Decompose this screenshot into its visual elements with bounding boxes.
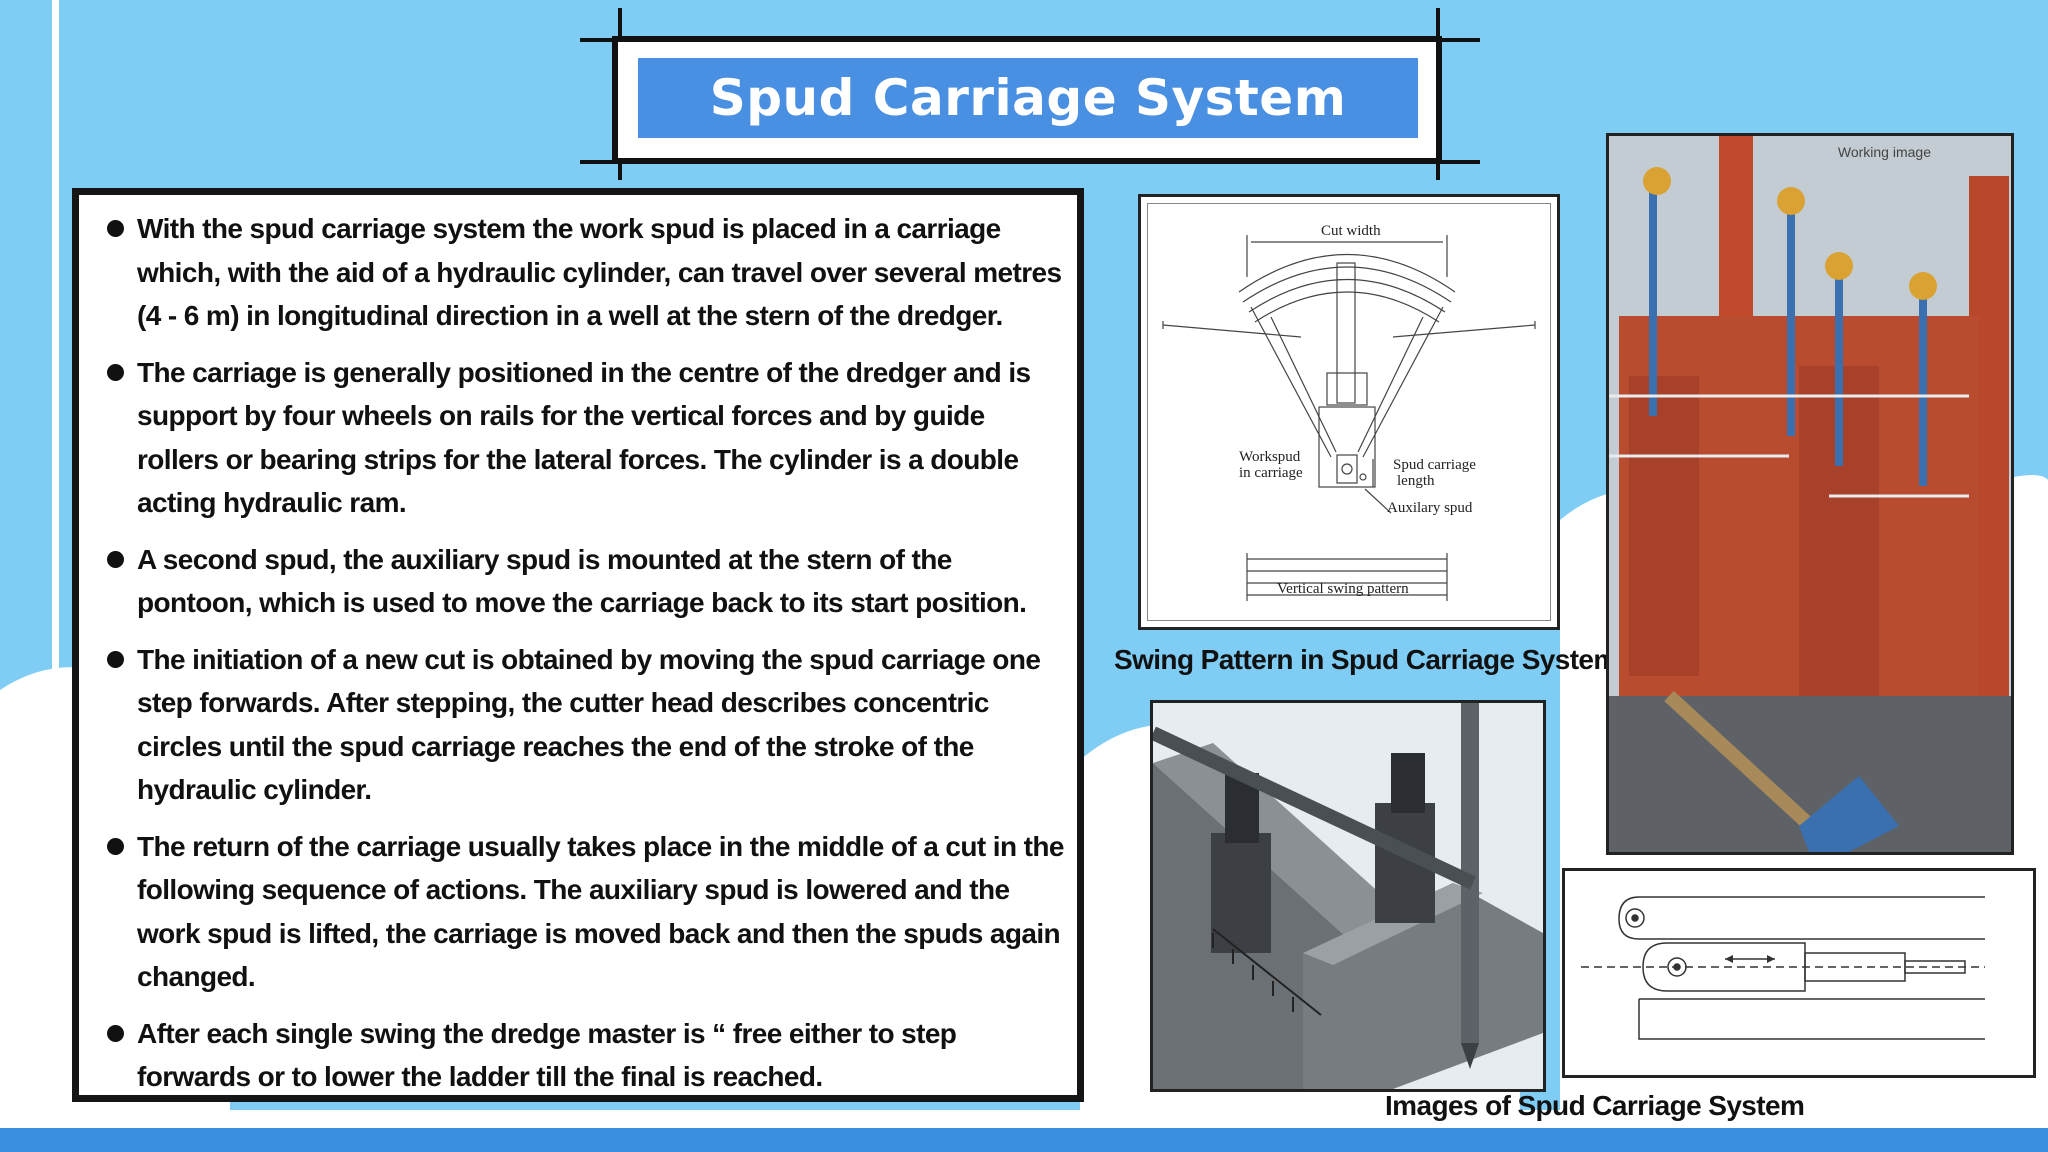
- bullet-text: The initiation of a new cut is obtained …: [137, 643, 1041, 806]
- spud-carriage-3d-image: [1150, 700, 1546, 1092]
- label-vertical-swing: Vertical swing pattern: [1277, 581, 1409, 597]
- bullet-icon: [107, 650, 124, 668]
- bullet-item: The carriage is generally positioned in …: [107, 351, 1071, 525]
- spud-carriage-plan-sketch: [1562, 868, 2036, 1078]
- working-photo-drawing: [1609, 136, 2011, 852]
- label-workspud: Workspud: [1239, 449, 1301, 465]
- swing-pattern-figure: Cut width Workspud in carriage Spud carr…: [1138, 194, 1560, 630]
- bottom-white-band: [0, 1110, 2048, 1128]
- bullet-list: With the spud carriage system the work s…: [107, 207, 1071, 1099]
- swing-pattern-diagram: Cut width Workspud in carriage Spud carr…: [1162, 223, 1536, 601]
- swing-figure-frame: [1147, 203, 1551, 621]
- bullet-icon: [107, 837, 124, 855]
- title-banner: Spud Carriage System: [638, 58, 1418, 138]
- bullet-icon: [107, 220, 124, 237]
- left-accent-line: [52, 0, 59, 1152]
- bottom-blue-bar: [0, 1128, 2048, 1152]
- plan-sketch-drawing: [1581, 896, 1985, 1040]
- bullet-item: The initiation of a new cut is obtained …: [107, 638, 1071, 812]
- bullet-text: A second spud, the auxiliary spud is mou…: [137, 543, 1027, 619]
- label-in-carriage: in carriage: [1239, 465, 1303, 481]
- label-spud-carriage: Spud carriage: [1393, 457, 1476, 473]
- bullet-text: The return of the carriage usually takes…: [137, 830, 1064, 993]
- bullet-text: After each single swing the dredge maste…: [137, 1017, 957, 1093]
- working-photo: Working image: [1606, 133, 2014, 855]
- bullet-item: The return of the carriage usually takes…: [107, 825, 1071, 999]
- bullet-item: After each single swing the dredge maste…: [107, 1012, 1071, 1099]
- bullet-text: With the spud carriage system the work s…: [137, 213, 1062, 331]
- label-cut-width: Cut width: [1321, 223, 1381, 239]
- bullet-item: A second spud, the auxiliary spud is mou…: [107, 538, 1071, 625]
- label-auxiliary-spud: Auxilary spud: [1387, 500, 1473, 516]
- bullet-icon: [107, 363, 124, 381]
- bullet-item: With the spud carriage system the work s…: [107, 207, 1071, 338]
- bullet-icon: [107, 1024, 124, 1042]
- bullet-icon: [107, 550, 124, 568]
- caption-images: Images of Spud Carriage System: [1385, 1090, 1805, 1121]
- caption-swing-pattern: Swing Pattern in Spud Carriage System: [1114, 644, 1618, 675]
- page-title: Spud Carriage System: [709, 69, 1347, 127]
- working-image-label: Working image: [1837, 144, 1931, 160]
- bullet-text-panel: With the spud carriage system the work s…: [72, 188, 1084, 1102]
- bullet-text: The carriage is generally positioned in …: [137, 356, 1031, 519]
- label-length: length: [1397, 473, 1435, 489]
- 3d-model-drawing: [1150, 703, 1543, 1089]
